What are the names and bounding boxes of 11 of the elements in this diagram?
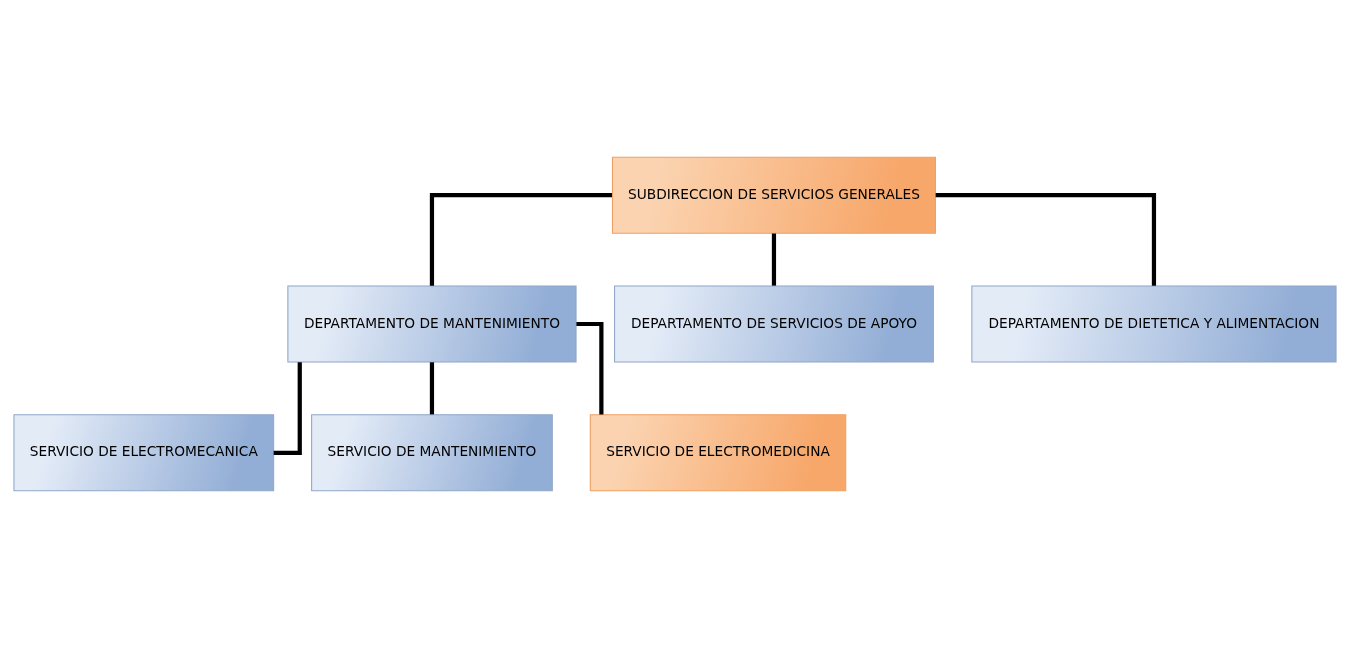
node-box: SERVICIO DE ELECTROMEDICINA	[589, 413, 847, 491]
connector	[935, 192, 1157, 286]
connector	[771, 233, 777, 286]
node-box: DEPARTAMENTO DE SERVICIOS DE APOYO	[614, 284, 934, 363]
node-box: DEPARTAMENTO DE DIETETICA Y ALIMENTACION	[971, 284, 1337, 363]
node-box: SERVICIO DE ELECTROMECANICA	[13, 413, 275, 491]
node-box: SUBDIRECCION DE SERVICIOS GENERALES	[611, 156, 936, 234]
connector	[429, 361, 435, 414]
node-box: SERVICIO DE MANTENIMIENTO	[311, 413, 553, 491]
connector	[429, 192, 612, 286]
node-box: DEPARTAMENTO DE MANTENIMIENTO	[287, 284, 577, 363]
